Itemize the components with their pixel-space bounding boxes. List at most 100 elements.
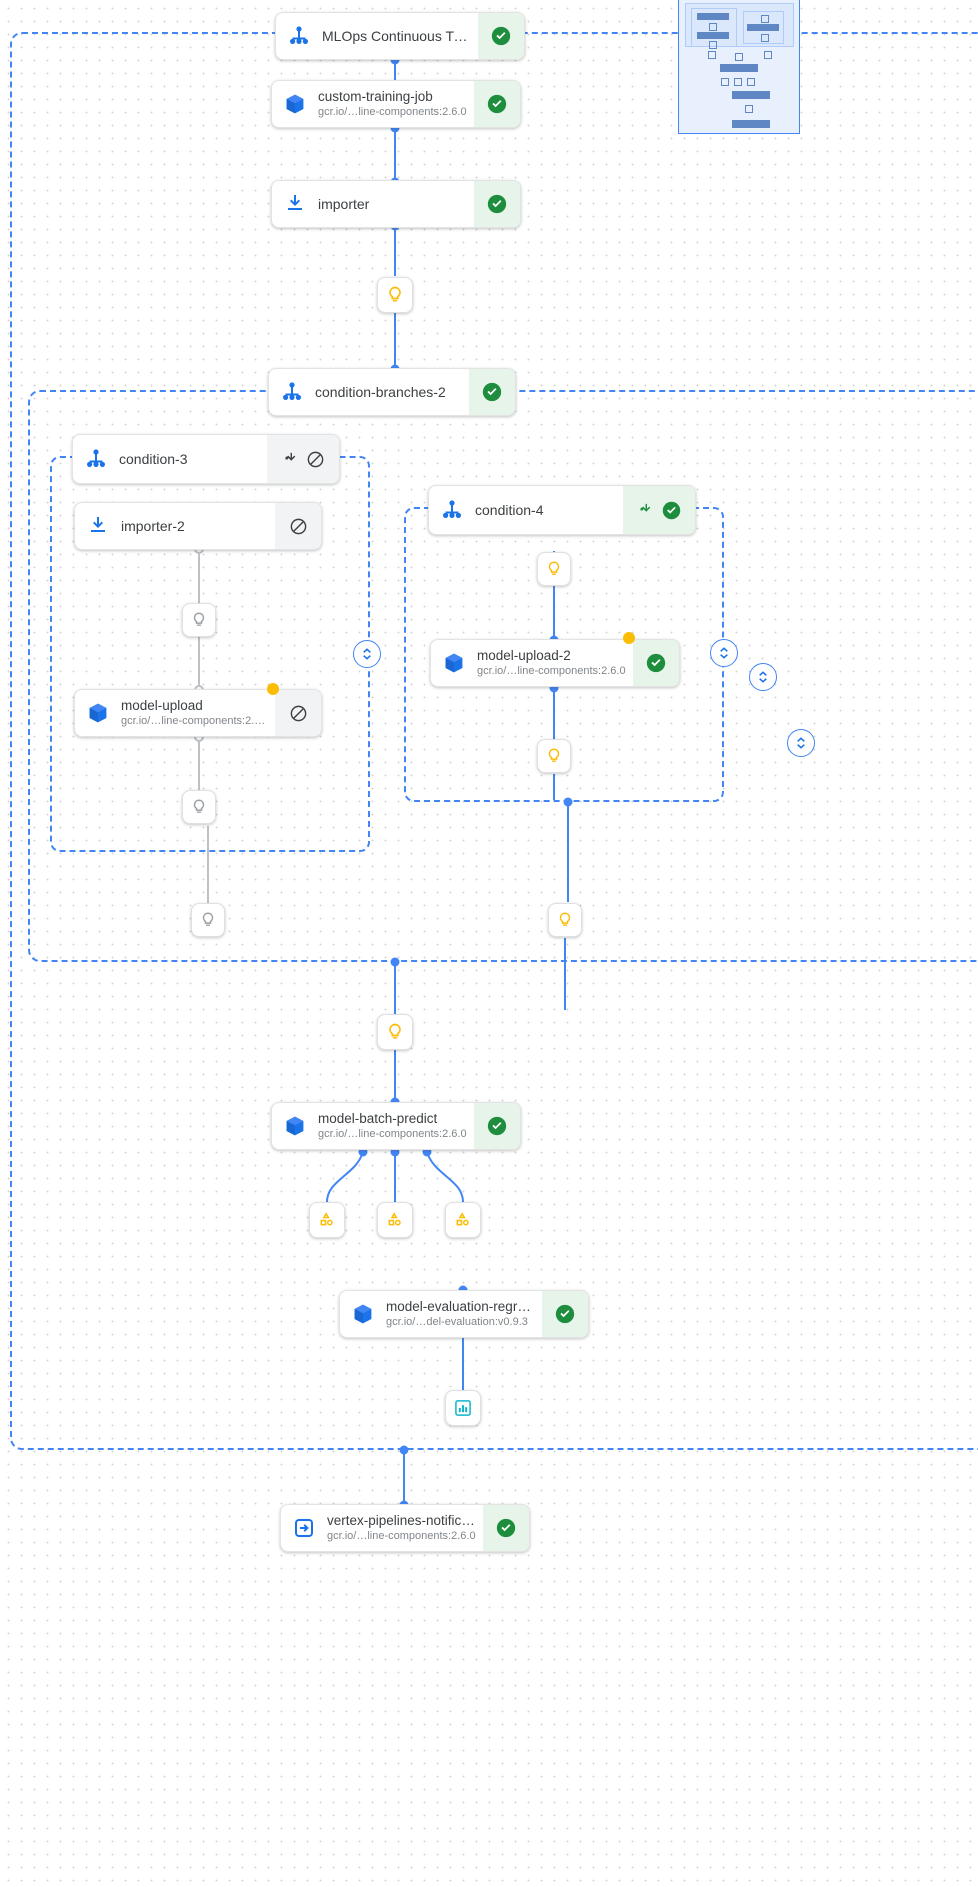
node-title: condition-branches-2 (315, 384, 446, 400)
artifact-chip-lightbulb[interactable] (182, 790, 216, 824)
node-title: condition-4 (475, 502, 544, 518)
minimap-chip (734, 78, 742, 86)
lightbulb-icon (202, 912, 214, 926)
branch-icon (284, 452, 295, 461)
lightbulb-icon (193, 799, 205, 813)
node-title: importer-2 (121, 518, 185, 534)
node-condition-3[interactable]: condition-3 (72, 434, 340, 484)
status-badge[interactable] (275, 503, 321, 549)
node-title: condition-3 (119, 451, 188, 467)
node-model-upload[interactable]: model-upload gcr.io/…line-components:2.6… (74, 689, 322, 737)
collapse-button-condition-4[interactable] (710, 639, 738, 667)
artifact-chip-lightbulb[interactable] (548, 903, 582, 937)
minimap-chip (747, 78, 755, 86)
status-badge[interactable] (483, 1505, 529, 1551)
status-badge[interactable] (633, 640, 679, 686)
collapse-button-condition-branches-2[interactable] (749, 663, 777, 691)
check-circle-icon (555, 1304, 575, 1324)
artifact-chip-lightbulb[interactable] (182, 603, 216, 637)
status-badge[interactable] (474, 81, 520, 127)
exit-arrow-icon (281, 1516, 327, 1540)
collapse-chevrons-icon (797, 737, 805, 749)
minimap-chip (709, 23, 717, 31)
lightbulb-icon (389, 286, 401, 302)
status-badge[interactable] (474, 1103, 520, 1149)
node-model-upload-2[interactable]: model-upload-2 gcr.io/…line-components:2… (430, 639, 680, 687)
graph-minimap[interactable] (678, 0, 800, 134)
node-importer[interactable]: importer (271, 180, 521, 228)
artifact-chip-lightbulb[interactable] (377, 277, 413, 313)
node-title: MLOps Continuous Traini… (322, 28, 472, 44)
minimap-chip (764, 51, 772, 59)
minimap-chip (745, 105, 753, 113)
check-circle-icon (487, 194, 507, 214)
node-title: model-upload-2 (477, 648, 571, 663)
container-cube-icon (75, 701, 121, 725)
collapse-chevrons-icon (720, 647, 728, 659)
artifact-chip-dataset[interactable] (309, 1202, 345, 1238)
node-subtitle: gcr.io/…line-components:2.6.0 (318, 106, 467, 118)
node-subtitle: gcr.io/…del-evaluation:v0.9.3 (386, 1316, 528, 1328)
node-condition-4[interactable]: condition-4 (428, 485, 696, 535)
branch-icon (639, 503, 650, 512)
status-badge[interactable] (623, 486, 695, 534)
status-badge[interactable] (474, 181, 520, 227)
node-subtitle: gcr.io/…line-components:2.6.0 (477, 665, 626, 677)
collapse-button-condition-3[interactable] (353, 640, 381, 668)
dataset-shapes-icon (320, 1212, 333, 1226)
check-circle-icon (496, 1518, 516, 1538)
status-badge[interactable] (478, 13, 524, 59)
minimap-node (697, 13, 729, 20)
minimap-node (720, 64, 758, 72)
node-condition-branches-2[interactable]: condition-branches-2 (268, 368, 516, 416)
node-custom-training-job[interactable]: custom-training-job gcr.io/…line-compone… (271, 80, 521, 128)
collapse-button-root[interactable] (787, 729, 815, 757)
check-circle-icon (491, 26, 511, 46)
warning-dot-icon (267, 683, 279, 695)
minimap-group (685, 3, 794, 59)
check-circle-icon (487, 1116, 507, 1136)
node-model-evaluation-regression[interactable]: model-evaluation-regres… gcr.io/…del-eva… (339, 1290, 589, 1338)
minimap-node (732, 120, 770, 128)
status-badge[interactable] (542, 1291, 588, 1337)
artifact-chip-lightbulb[interactable] (191, 903, 225, 937)
lightbulb-icon (193, 612, 205, 626)
minimap-node (747, 24, 779, 31)
node-title: custom-training-job (318, 89, 433, 104)
node-vertex-pipelines-notification[interactable]: vertex-pipelines-notificat… gcr.io/…line… (280, 1504, 530, 1552)
status-badge[interactable] (267, 435, 339, 483)
artifact-chip-dataset[interactable] (445, 1202, 481, 1238)
status-badge[interactable] (275, 690, 321, 736)
minimap-chip (708, 51, 716, 59)
artifact-chip-lightbulb[interactable] (537, 552, 571, 586)
check-circle-icon (646, 653, 666, 673)
block-circle-icon (290, 705, 306, 721)
node-importer-2[interactable]: importer-2 (74, 502, 322, 550)
minimap-chip (735, 53, 743, 61)
warning-dot-icon (623, 632, 635, 644)
node-model-batch-predict[interactable]: model-batch-predict gcr.io/…line-compone… (271, 1102, 521, 1150)
artifact-chip-lightbulb[interactable] (537, 739, 571, 773)
node-root[interactable]: MLOps Continuous Traini… (275, 12, 525, 60)
artifact-chip-dataset[interactable] (377, 1202, 413, 1238)
check-circle-icon (662, 501, 680, 519)
check-circle-icon (482, 382, 502, 402)
node-title: importer (318, 196, 370, 212)
artifact-chip-metrics[interactable] (445, 1390, 481, 1426)
block-circle-icon (290, 518, 306, 534)
pipeline-icon (269, 380, 315, 404)
lightbulb-icon (389, 1023, 401, 1039)
minimap-chip (761, 15, 769, 23)
minimap-subgroup (691, 8, 737, 49)
metrics-bar-icon (455, 1400, 471, 1416)
import-download-icon (75, 514, 121, 538)
artifact-chip-lightbulb[interactable] (377, 1014, 413, 1050)
node-subtitle: gcr.io/…line-components:2.6.0 (121, 715, 269, 727)
collapse-chevrons-icon (759, 671, 767, 683)
check-circle-icon (487, 94, 507, 114)
minimap-chip (721, 78, 729, 86)
node-title: vertex-pipelines-notificat… (327, 1513, 477, 1528)
status-badge[interactable] (469, 369, 515, 415)
node-subtitle: gcr.io/…line-components:2.6.0 (318, 1128, 467, 1140)
